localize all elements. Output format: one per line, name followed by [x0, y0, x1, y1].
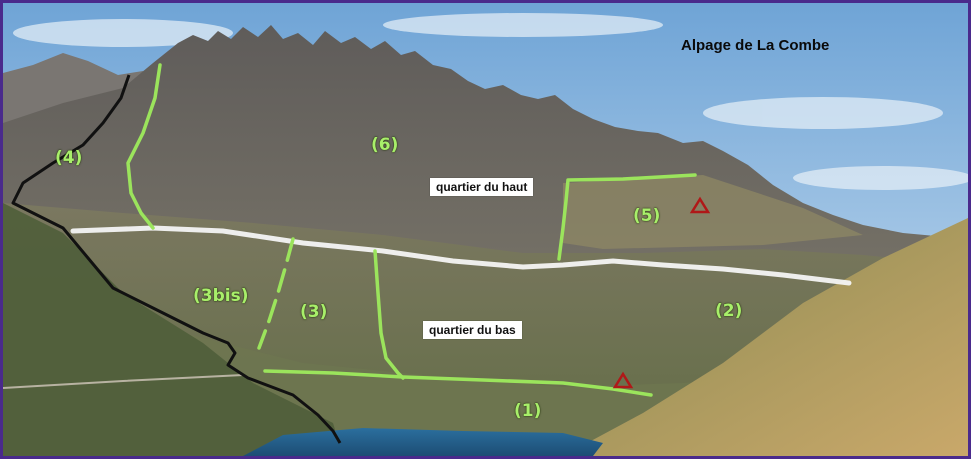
outer-boundary-line	[11, 74, 342, 444]
boundary-3bis	[257, 237, 295, 350]
boundary-1-top	[263, 369, 653, 397]
upper-right-slope	[563, 175, 863, 249]
boundary-5	[557, 173, 697, 261]
hut-marker-lower-icon	[612, 371, 634, 389]
foreground-hill	[563, 218, 968, 456]
zone-label-1: (1)	[514, 401, 542, 421]
zone-label-6: (6)	[371, 135, 399, 155]
zone-label-4: (4)	[55, 148, 83, 168]
zone-label-3: (3)	[300, 302, 328, 322]
zone-label-2: (2)	[715, 301, 743, 321]
clouds	[13, 13, 968, 190]
lake	[243, 428, 603, 456]
left-forested-slope	[3, 203, 343, 456]
label-upper-sector: quartier du haut	[430, 178, 534, 196]
map-title: Alpage de La Combe	[681, 37, 830, 54]
hut-marker-upper-icon	[689, 196, 711, 214]
road	[3, 374, 244, 389]
sector-divider-line	[70, 225, 852, 286]
alpine-landscape-photo	[3, 3, 968, 456]
label-lower-sector: quartier du bas	[423, 321, 522, 339]
boundary-4-6	[126, 63, 162, 230]
zone-label-5: (5)	[633, 206, 661, 226]
zone-boundary-lines	[126, 63, 697, 397]
boundary-3-1	[373, 249, 405, 380]
zone-label-3bis: (3bis)	[193, 286, 249, 306]
